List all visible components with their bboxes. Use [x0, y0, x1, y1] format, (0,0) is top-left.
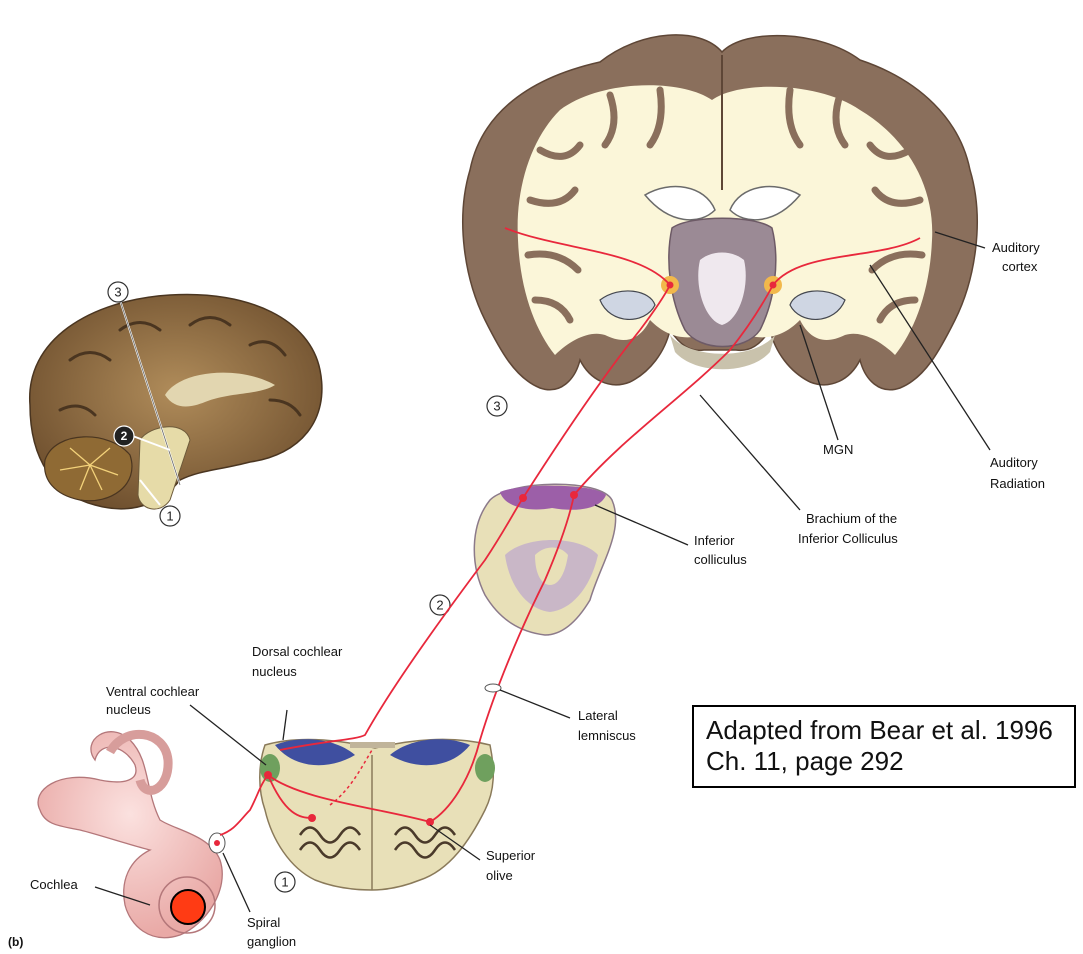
label-spiral-ganglion-2: ganglion [247, 934, 296, 949]
spiral-ganglion-dot [214, 840, 220, 846]
right-ventral-cochlear [475, 754, 495, 782]
label-brachium-1: Brachium of the [806, 511, 897, 526]
label-auditory-radiation-1: Auditory [990, 455, 1038, 470]
label-dorsal-cochlear-1: Dorsal cochlear [252, 644, 343, 659]
label-cochlea: Cochlea [30, 877, 78, 892]
label-lateral-lemniscus-2: lemniscus [578, 728, 636, 743]
credit-box: Adapted from Bear et al. 1996 Ch. 11, pa… [692, 705, 1076, 788]
medulla-outline [260, 739, 494, 890]
medulla-marker-1-label: 1 [281, 875, 288, 890]
label-inferior-colliculus-2: colliculus [694, 552, 747, 567]
coronal-marker-3-label: 3 [493, 399, 500, 414]
leader-spiral-ganglion [223, 853, 250, 912]
sagittal-brain: 3 2 1 [30, 282, 322, 526]
label-superior-olive-1: Superior [486, 848, 536, 863]
leader-ventral-cochlear [190, 705, 266, 765]
sagittal-marker-3-label: 3 [114, 285, 121, 300]
leader-lateral-lemniscus [500, 690, 570, 718]
label-ventral-cochlear-2: nucleus [106, 702, 151, 717]
medulla-section: 1 [260, 739, 495, 892]
lateral-lemniscus-marker [485, 684, 501, 692]
label-spiral-ganglion-1: Spiral [247, 915, 280, 930]
sagittal-marker-2-label: 2 [121, 429, 128, 443]
label-inferior-colliculus-1: Inferior [694, 533, 735, 548]
credit-line-2: Ch. 11, page 292 [706, 746, 1062, 777]
inner-ear [38, 732, 225, 938]
label-dorsal-cochlear-2: nucleus [252, 664, 297, 679]
panel-label: (b) [8, 935, 23, 949]
label-auditory-cortex-2: cortex [1002, 259, 1038, 274]
cochlea-marker-dot [171, 890, 205, 924]
inferior-colliculus-region [500, 486, 606, 510]
coronal-section [463, 35, 977, 390]
label-ventral-cochlear-1: Ventral cochlear [106, 684, 200, 699]
left-mgn-dot [667, 282, 674, 289]
midbrain-marker-2-label: 2 [436, 598, 443, 613]
credit-line-1: Adapted from Bear et al. 1996 [706, 715, 1062, 746]
label-auditory-cortex-1: Auditory [992, 240, 1040, 255]
label-lateral-lemniscus-1: Lateral [578, 708, 618, 723]
label-superior-olive-2: olive [486, 868, 513, 883]
label-brachium-2: Inferior Colliculus [798, 531, 898, 546]
label-auditory-radiation-2: Radiation [990, 476, 1045, 491]
midbrain-section: 2 [430, 484, 616, 635]
right-mgn-dot [770, 282, 777, 289]
label-mgn: MGN [823, 442, 853, 457]
leader-brachium [700, 395, 800, 510]
sagittal-marker-1-label: 1 [166, 509, 173, 524]
leader-dorsal-cochlear [283, 710, 287, 740]
